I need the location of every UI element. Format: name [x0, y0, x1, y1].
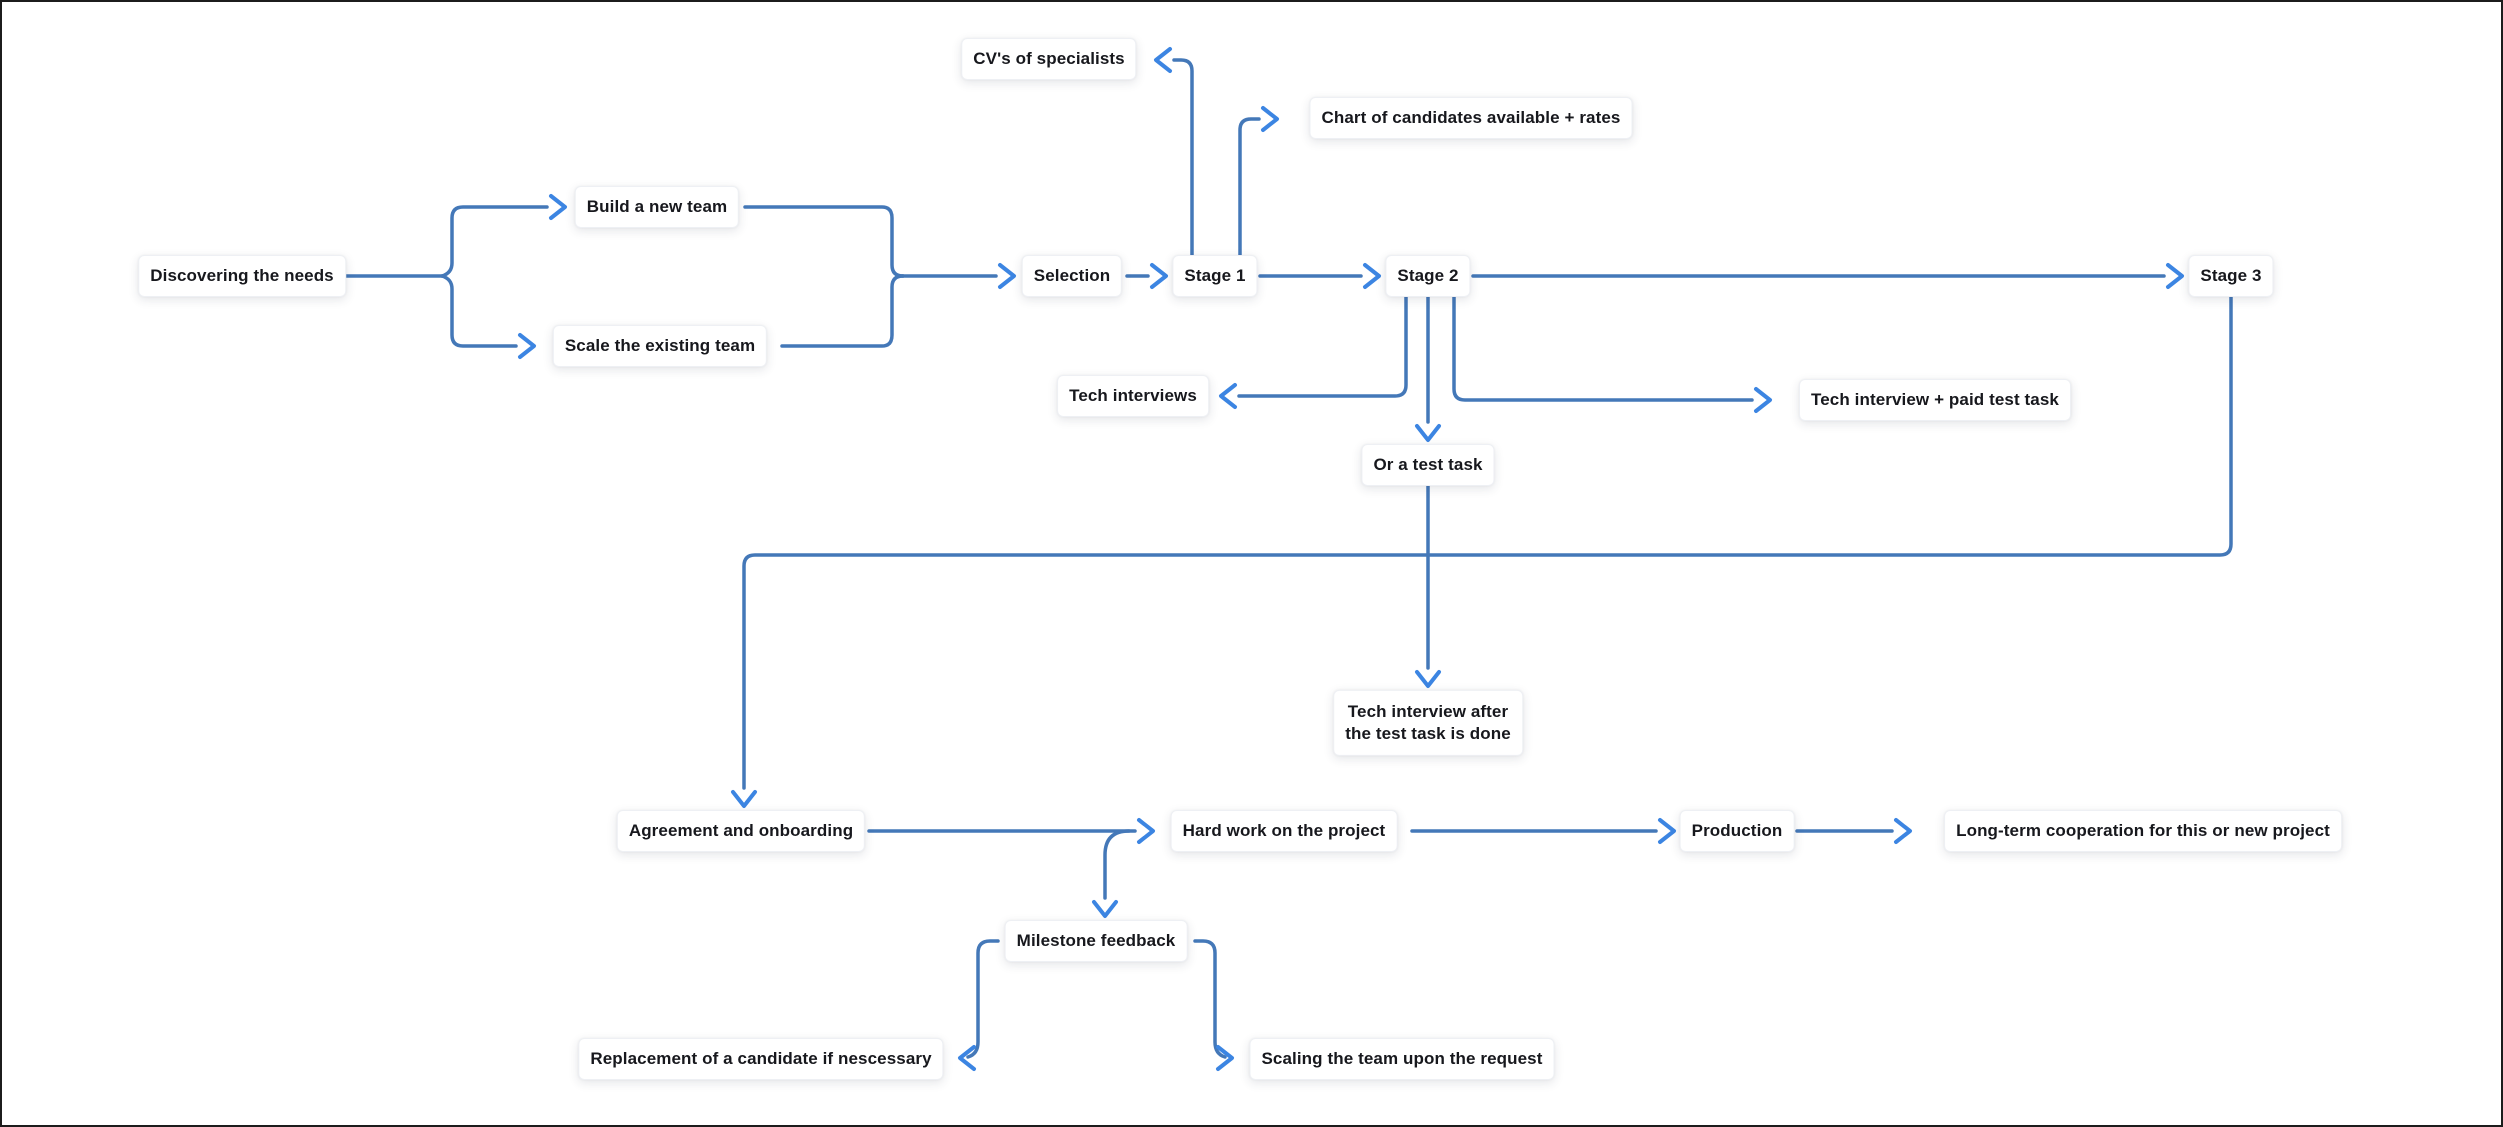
- edge-build-to-merge: [743, 205, 905, 278]
- edge-hard-work-to-milestone: [1092, 829, 1131, 918]
- node-stage-3[interactable]: Stage 3: [2188, 255, 2274, 297]
- node-stage-2[interactable]: Stage 2: [1385, 255, 1471, 297]
- edge-stage1-to-stage2: [1258, 263, 1381, 289]
- edge-hard-work-to-production: [1410, 818, 1676, 844]
- edge-stage3-to-agreement: [731, 295, 2233, 808]
- node-hard-work-on-the-project[interactable]: Hard work on the project: [1170, 810, 1398, 852]
- node-stage-1[interactable]: Stage 1: [1172, 255, 1258, 297]
- node-long-term-cooperation[interactable]: Long-term cooperation for this or new pr…: [1944, 810, 2342, 852]
- node-cvs-of-specialists[interactable]: CV's of specialists: [961, 38, 1137, 80]
- edge-agreement-to-hard-work: [867, 818, 1155, 844]
- node-scaling-the-team[interactable]: Scaling the team upon the request: [1249, 1038, 1555, 1080]
- edge-test-task-to-tech-after: [1415, 484, 1441, 688]
- edge-stage1-to-cvs: [1154, 47, 1194, 257]
- edge-merge-to-selection: [898, 263, 1016, 289]
- node-or-a-test-task[interactable]: Or a test task: [1361, 444, 1495, 486]
- node-milestone-feedback[interactable]: Milestone feedback: [1004, 920, 1188, 962]
- edge-scale-to-merge: [780, 274, 905, 348]
- node-build-a-new-team[interactable]: Build a new team: [574, 186, 740, 228]
- node-tech-interview-after-test-task[interactable]: Tech interview after the test task is do…: [1333, 689, 1523, 757]
- edge-milestone-to-scaling: [1193, 939, 1234, 1071]
- node-selection[interactable]: Selection: [1021, 255, 1123, 297]
- edge-discovering-to-scale: [440, 274, 536, 359]
- edge-stage1-to-chart: [1238, 106, 1279, 257]
- node-discovering-the-needs[interactable]: Discovering the needs: [138, 255, 346, 297]
- node-agreement-and-onboarding[interactable]: Agreement and onboarding: [616, 810, 866, 852]
- node-scale-the-existing-team[interactable]: Scale the existing team: [552, 325, 768, 367]
- edge-selection-to-stage1: [1125, 263, 1168, 289]
- edge-milestone-to-replacement: [958, 939, 1000, 1071]
- edge-production-to-long-term: [1795, 818, 1912, 844]
- node-tech-interviews[interactable]: Tech interviews: [1057, 375, 1209, 417]
- edge-discovering-to-build: [440, 194, 567, 278]
- node-replacement-of-candidate[interactable]: Replacement of a candidate if nescessary: [578, 1038, 944, 1080]
- node-chart-of-candidates[interactable]: Chart of candidates available + rates: [1309, 97, 1633, 139]
- edge-stage2-to-test-task: [1415, 295, 1441, 442]
- node-tech-interview-paid-test-task[interactable]: Tech interview + paid test task: [1799, 379, 2071, 421]
- edge-stage2-to-tech-paid: [1452, 295, 1772, 413]
- edge-stage2-to-tech-interviews: [1219, 295, 1408, 409]
- node-production[interactable]: Production: [1679, 810, 1795, 852]
- edge-stage2-to-stage3: [1471, 263, 2184, 289]
